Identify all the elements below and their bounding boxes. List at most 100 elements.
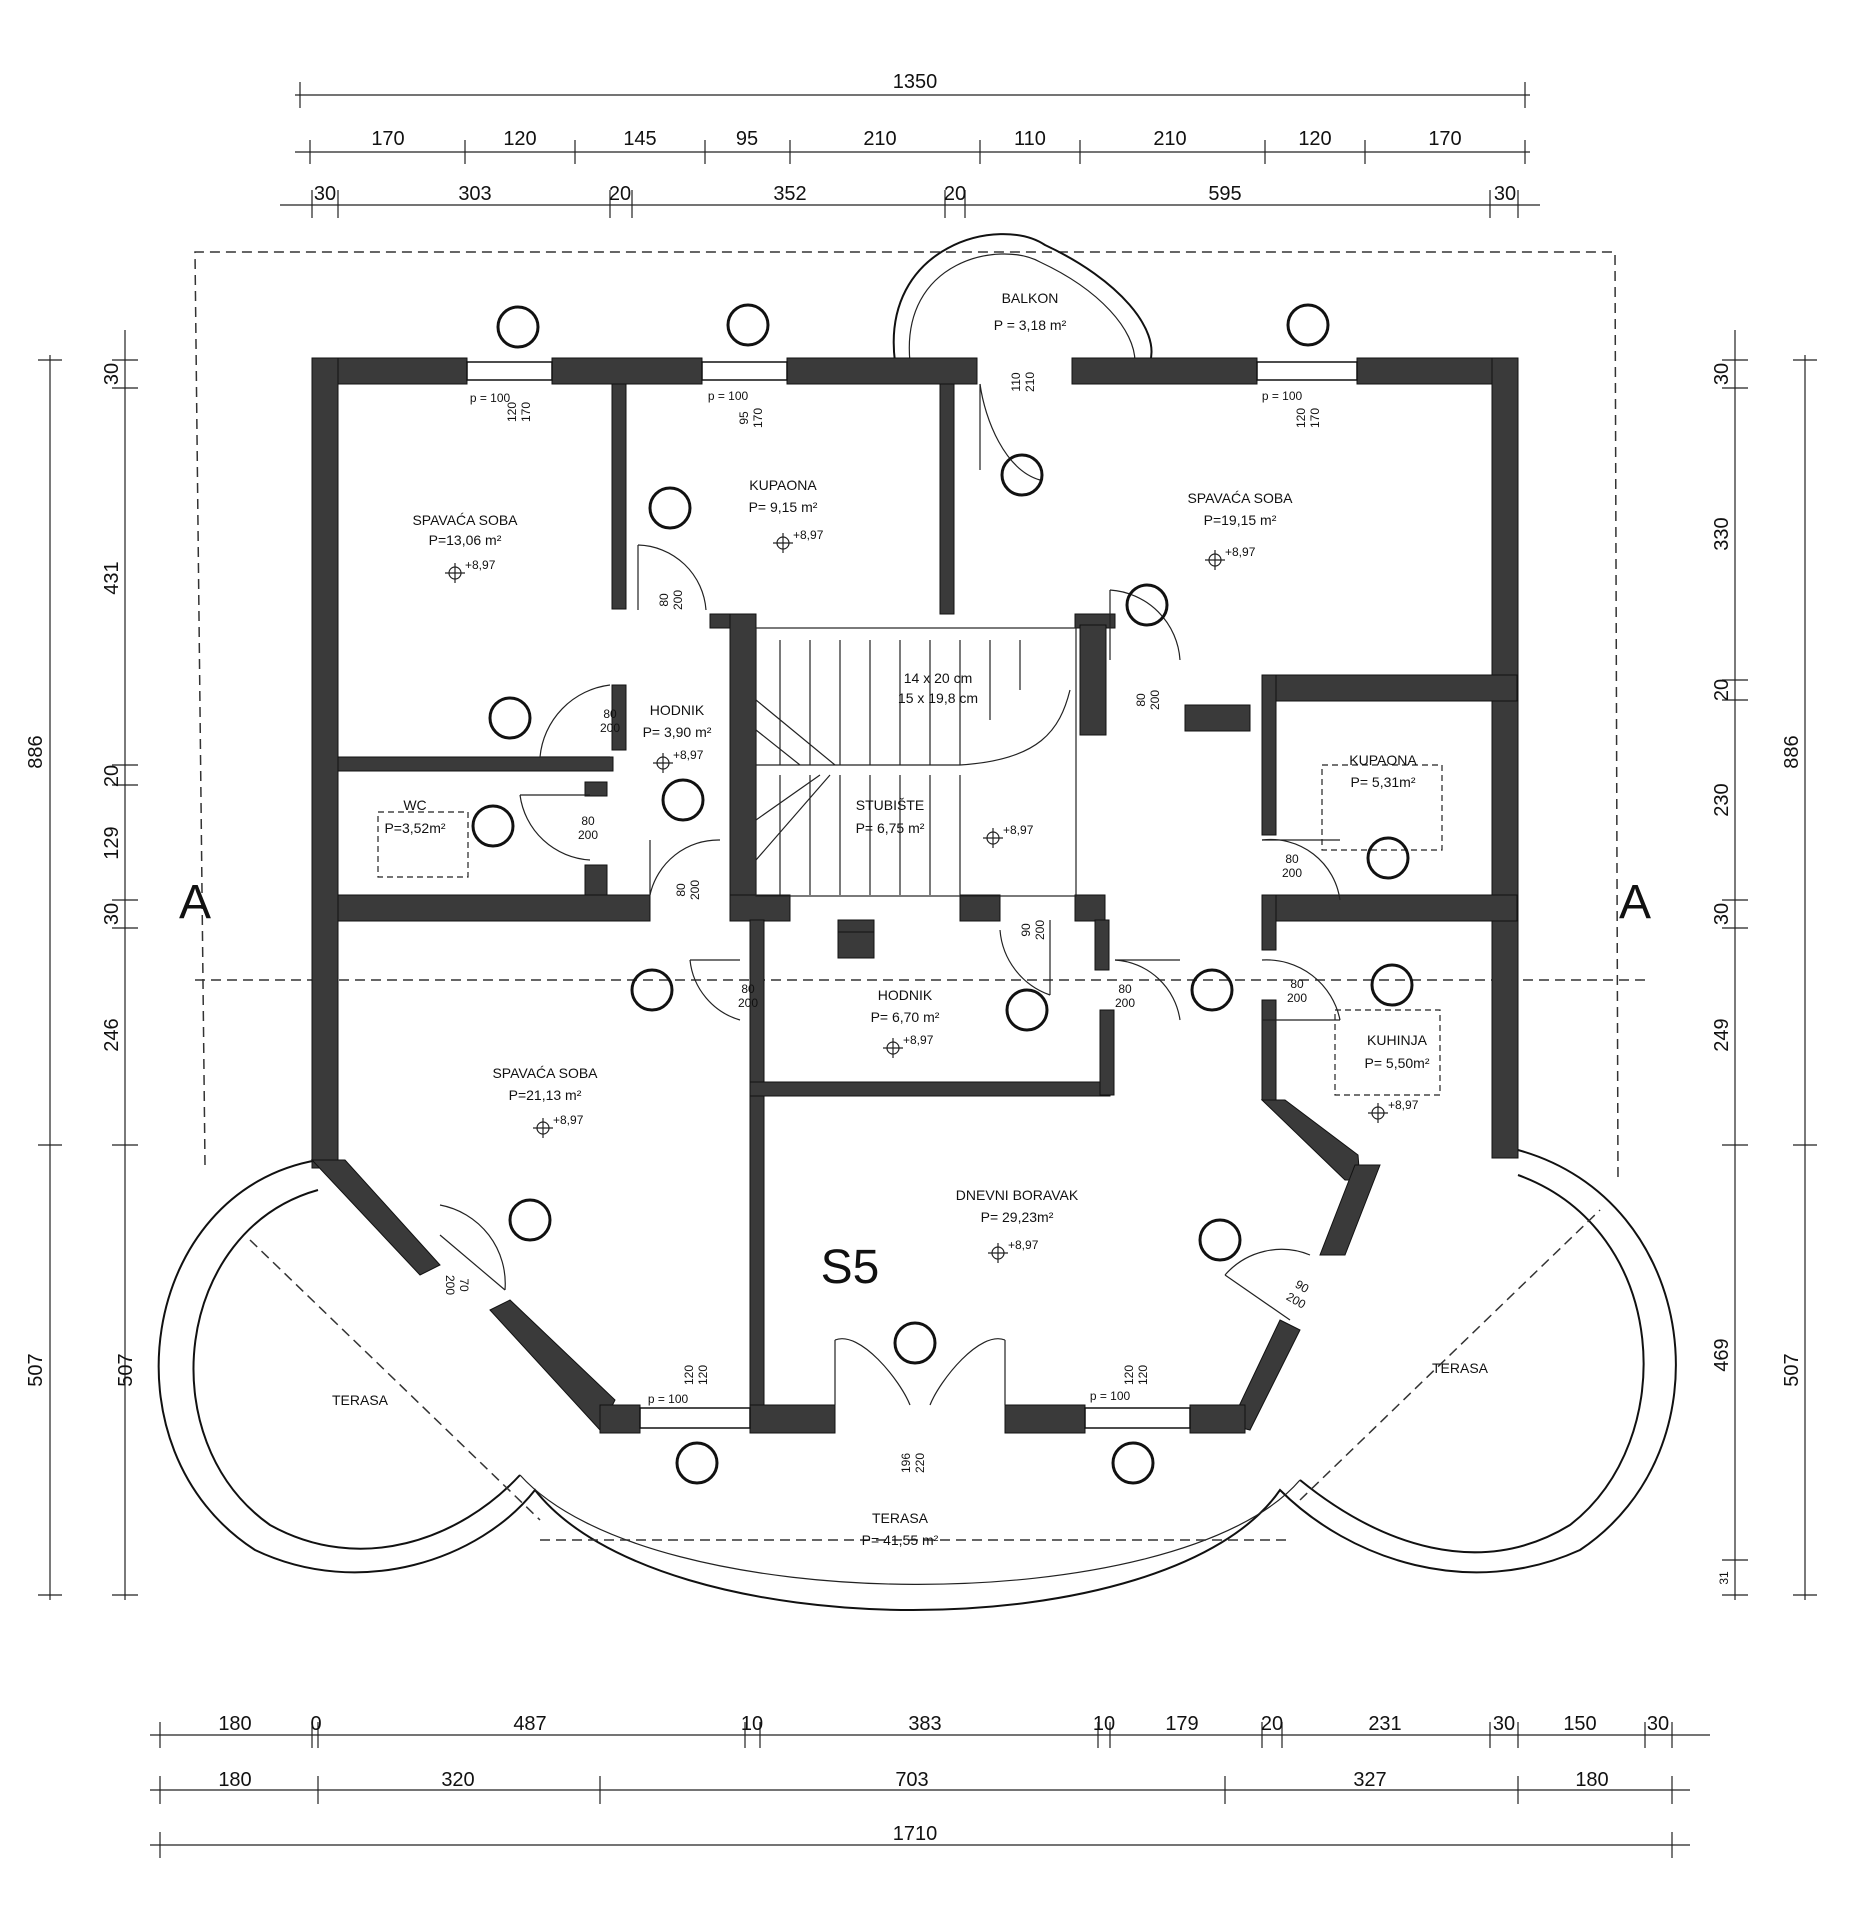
dim-left-5: 30 <box>101 903 123 925</box>
dim-top-4: 95 <box>736 128 758 150</box>
label-bath1: KUPAONA <box>749 477 817 493</box>
entry-h: 220 <box>913 1453 927 1473</box>
level-stair: +8,97 <box>1003 823 1034 837</box>
sill-1: p = 100 <box>470 391 511 405</box>
label-terrace-main: TERASA <box>872 1510 929 1526</box>
door7-w: 90 <box>1019 923 1033 937</box>
dim-top2-2: 303 <box>458 183 491 205</box>
top-dimensions: 1350 170 120 145 95 210 110 210 120 170 … <box>280 71 1540 218</box>
label-bed2: SPAVAĆA SOBA <box>1187 490 1293 506</box>
plan-label-s5: S5 <box>821 1241 880 1294</box>
doors <box>439 383 1341 1406</box>
door3-w: 80 <box>581 814 595 828</box>
dim-bottom-10: 30 <box>1493 1713 1515 1735</box>
dim-bottom-4: 10 <box>741 1713 763 1735</box>
area-bath2: P= 5,31m² <box>1351 774 1416 790</box>
level-living: +8,97 <box>1008 1238 1039 1252</box>
win3-w: 120 <box>1294 408 1308 428</box>
dim-bottom2-4: 327 <box>1353 1769 1386 1791</box>
label-bed3: SPAVAĆA SOBA <box>492 1065 598 1081</box>
level-bed2: +8,97 <box>1225 545 1256 559</box>
dim-top-total: 1350 <box>893 71 938 93</box>
label-terrace-left: TERASA <box>332 1392 389 1408</box>
dim-right-7: 469 <box>1711 1338 1733 1371</box>
dim-left-outer-2: 507 <box>25 1353 47 1386</box>
dim-right-1: 30 <box>1711 363 1733 385</box>
left-dimensions: 886 507 30 431 20 129 30 246 507 <box>25 330 138 1600</box>
sill-4: p = 100 <box>648 1392 689 1406</box>
area-bed1: P=13,06 m² <box>429 532 502 548</box>
staircase <box>755 627 1077 897</box>
door6-h: 200 <box>1148 690 1162 710</box>
win5-h: 120 <box>1136 1365 1150 1385</box>
stair-spec-2: 15 x 19,8 cm <box>898 690 978 706</box>
level-kitchen: +8,97 <box>1388 1098 1419 1112</box>
dim-bottom2-5: 180 <box>1575 1769 1608 1791</box>
door2-w: 80 <box>603 707 617 721</box>
door8-h: 200 <box>1115 996 1135 1010</box>
label-bed1: SPAVAĆA SOBA <box>412 512 518 528</box>
dim-bottom-11: 150 <box>1563 1713 1596 1735</box>
dim-top-2: 120 <box>503 128 536 150</box>
door1-h: 200 <box>671 590 685 610</box>
dim-bottom-1: 180 <box>218 1713 251 1735</box>
level-hall2: +8,97 <box>903 1033 934 1047</box>
dim-left-6: 246 <box>101 1018 123 1051</box>
door4-w: 80 <box>674 883 688 897</box>
dim-top2-4: 352 <box>773 183 806 205</box>
area-wc: P=3,52m² <box>384 820 445 836</box>
dim-bottom-6: 10 <box>1093 1713 1115 1735</box>
sill-5: p = 100 <box>1090 1389 1131 1403</box>
door7-h: 200 <box>1033 920 1047 940</box>
terrace-outlines <box>157 1149 1677 1611</box>
door11-h: 200 <box>443 1275 457 1295</box>
area-kitchen: P= 5,50m² <box>1365 1055 1430 1071</box>
dim-left-2: 431 <box>101 561 123 594</box>
dim-top2-6: 595 <box>1208 183 1241 205</box>
dim-right-outer-2: 507 <box>1781 1353 1803 1386</box>
area-living: P= 29,23m² <box>981 1209 1054 1225</box>
area-terrace-main: P= 41,55 m² <box>862 1532 939 1548</box>
label-living: DNEVNI BORAVAK <box>956 1187 1079 1203</box>
opening-annotations: p = 100 120 170 p = 100 95 170 110 210 p… <box>443 372 1322 1473</box>
dim-bottom-2: 0 <box>310 1713 321 1735</box>
dim-bottom-5: 383 <box>908 1713 941 1735</box>
label-hall1: HODNIK <box>650 702 705 718</box>
dim-bottom-3: 487 <box>513 1713 546 1735</box>
section-mark-right: A <box>1619 876 1651 929</box>
label-terrace-right: TERASA <box>1432 1360 1489 1376</box>
dim-right-outer-1: 886 <box>1781 735 1803 768</box>
label-wc: WC <box>403 797 426 813</box>
dim-right-4: 230 <box>1711 783 1733 816</box>
dim-left-7: 507 <box>115 1353 137 1386</box>
door5-h: 200 <box>738 996 758 1010</box>
room-markers <box>471 303 1414 1485</box>
sill-3: p = 100 <box>1262 389 1303 403</box>
balcony <box>892 233 1153 363</box>
entry-w: 196 <box>899 1453 913 1473</box>
area-hall1: P= 3,90 m² <box>643 724 712 740</box>
door4-h: 200 <box>688 880 702 900</box>
door10-h: 200 <box>1287 991 1307 1005</box>
balc-w: 110 <box>1009 372 1023 391</box>
fixtures <box>377 764 1443 1096</box>
balc-h: 210 <box>1023 372 1037 392</box>
dim-top-6: 110 <box>1014 128 1046 150</box>
win4-h: 120 <box>696 1365 710 1385</box>
level-markers: +8,97 +8,97 +8,97 +8,97 +8,97 +8,97 +8,9… <box>445 528 1419 1263</box>
dim-right-5: 30 <box>1711 903 1733 925</box>
area-hall2: P= 6,70 m² <box>871 1009 940 1025</box>
dim-top-9: 170 <box>1428 128 1461 150</box>
door9-h: 200 <box>1282 866 1302 880</box>
label-bath2: KUPAONA <box>1349 752 1417 768</box>
dim-top2-1: 30 <box>314 183 336 205</box>
area-bed2: P=19,15 m² <box>1204 512 1277 528</box>
dim-right-2: 330 <box>1711 517 1733 550</box>
door5-w: 80 <box>741 982 755 996</box>
door12-w: 90 <box>1293 1277 1312 1296</box>
label-stair: STUBIŠTE <box>856 797 924 813</box>
door9-w: 80 <box>1285 852 1299 866</box>
dim-right-6: 249 <box>1711 1018 1733 1051</box>
dim-top-5: 210 <box>863 128 896 150</box>
